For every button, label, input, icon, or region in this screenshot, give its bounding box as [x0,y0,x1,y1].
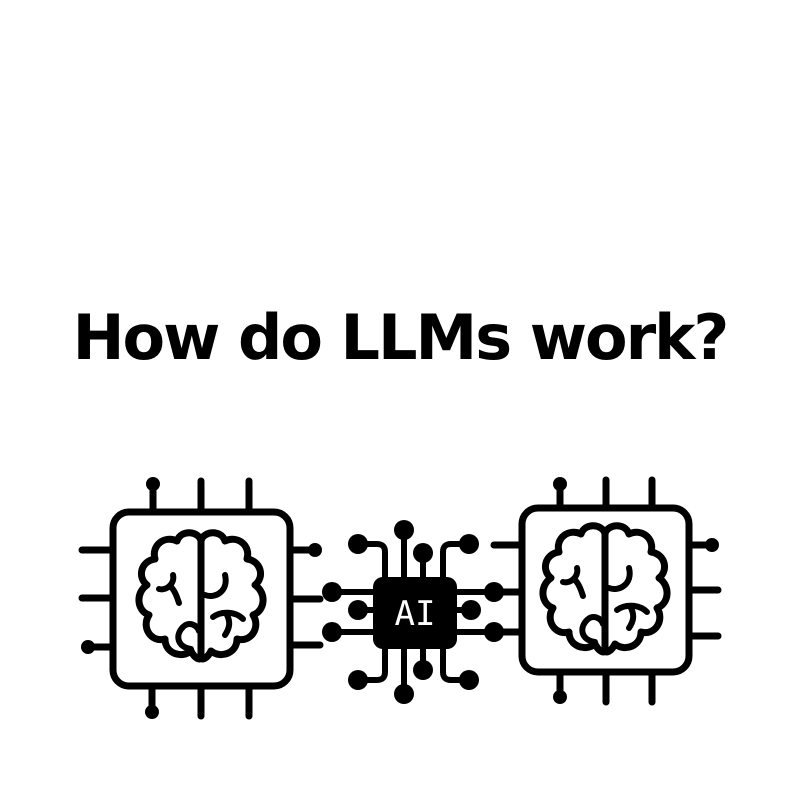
ai-chip-trace-dots [322,520,504,704]
ai-chip-label: AI [395,594,436,634]
ai-chip-body [373,577,457,649]
ai-circuit-chip-icon [329,527,497,697]
right-brain-chip-icon [490,476,722,706]
left-chip-pin-dots [81,477,322,719]
left-brain-icon [139,533,263,659]
right-brain-icon [543,526,667,652]
page-title: How do LLMs work? [72,300,730,374]
right-chip-pin-dots [553,477,719,704]
